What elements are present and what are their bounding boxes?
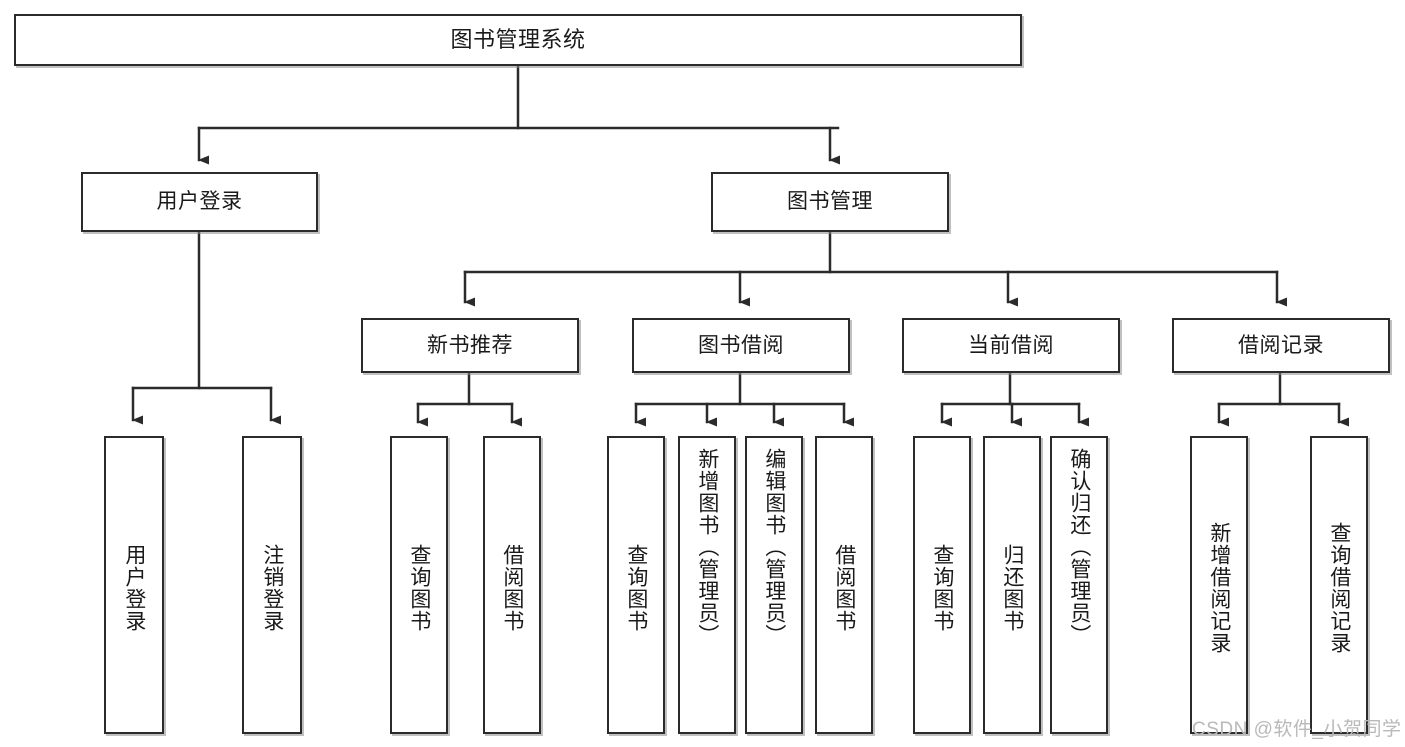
node-leaf-borrow-book-1-label: 借阅图书 <box>500 544 524 632</box>
node-book-management[interactable]: 图书管理 <box>711 172 949 232</box>
node-leaf-return-book-label: 归还图书 <box>1000 544 1024 632</box>
node-user-login-label: 用户登录 <box>156 190 243 214</box>
node-book-borrow[interactable]: 图书借阅 <box>632 318 850 373</box>
node-leaf-confirm-return-label: 确认归还（管理员） <box>1067 448 1091 646</box>
node-leaf-return-book[interactable]: 归还图书 <box>983 436 1041 734</box>
edge-userlogin-to-leaves <box>131 230 281 425</box>
node-leaf-query-book-1-label: 查询图书 <box>407 544 431 632</box>
node-user-login[interactable]: 用户登录 <box>81 172 318 232</box>
node-borrow-record[interactable]: 借阅记录 <box>1172 318 1390 373</box>
node-leaf-edit-book[interactable]: 编辑图书（管理员） <box>745 436 803 734</box>
edge-newbook-to-leaves <box>416 371 522 427</box>
node-leaf-query-book-3-label: 查询图书 <box>930 544 954 632</box>
node-leaf-query-record[interactable]: 查询借阅记录 <box>1310 436 1368 734</box>
node-leaf-edit-book-label: 编辑图书（管理员） <box>762 448 786 646</box>
node-leaf-add-book-label: 新增图书（管理员） <box>695 448 719 646</box>
node-current-borrow-label: 当前借阅 <box>968 333 1054 357</box>
node-leaf-borrow-book-2[interactable]: 借阅图书 <box>815 436 873 734</box>
node-leaf-confirm-return[interactable]: 确认归还（管理员） <box>1050 436 1108 734</box>
edge-record-to-leaves <box>1217 371 1349 427</box>
node-leaf-query-book-2-label: 查询图书 <box>624 544 648 632</box>
node-new-book-recommend-label: 新书推荐 <box>427 333 513 357</box>
node-leaf-add-record[interactable]: 新增借阅记录 <box>1190 436 1248 734</box>
node-leaf-add-record-label: 新增借阅记录 <box>1207 522 1231 654</box>
node-leaf-add-book[interactable]: 新增图书（管理员） <box>678 436 736 734</box>
node-book-borrow-label: 图书借阅 <box>698 333 784 357</box>
node-leaf-user-login-label: 用户登录 <box>122 544 146 632</box>
node-root-label: 图书管理系统 <box>450 26 586 52</box>
node-leaf-query-book-3[interactable]: 查询图书 <box>913 436 971 734</box>
node-leaf-user-login[interactable]: 用户登录 <box>104 436 164 734</box>
node-leaf-query-book-1[interactable]: 查询图书 <box>390 436 448 734</box>
node-leaf-borrow-book-1[interactable]: 借阅图书 <box>483 436 541 734</box>
node-book-management-label: 图书管理 <box>787 190 873 214</box>
node-leaf-logout-label: 注销登录 <box>260 544 284 632</box>
node-current-borrow[interactable]: 当前借阅 <box>902 318 1120 373</box>
edge-bookmgmt-to-level2 <box>463 230 1287 307</box>
node-leaf-query-book-2[interactable]: 查询图书 <box>607 436 665 734</box>
node-root[interactable]: 图书管理系统 <box>14 14 1022 66</box>
node-borrow-record-label: 借阅记录 <box>1238 333 1324 357</box>
node-leaf-logout[interactable]: 注销登录 <box>242 436 302 734</box>
node-leaf-borrow-book-2-label: 借阅图书 <box>832 544 856 632</box>
edge-root-to-level1 <box>197 64 840 165</box>
node-new-book-recommend[interactable]: 新书推荐 <box>361 318 579 373</box>
edge-borrow-to-leaves <box>634 371 854 427</box>
node-leaf-query-record-label: 查询借阅记录 <box>1327 522 1351 654</box>
edge-current-to-leaves <box>940 371 1089 427</box>
